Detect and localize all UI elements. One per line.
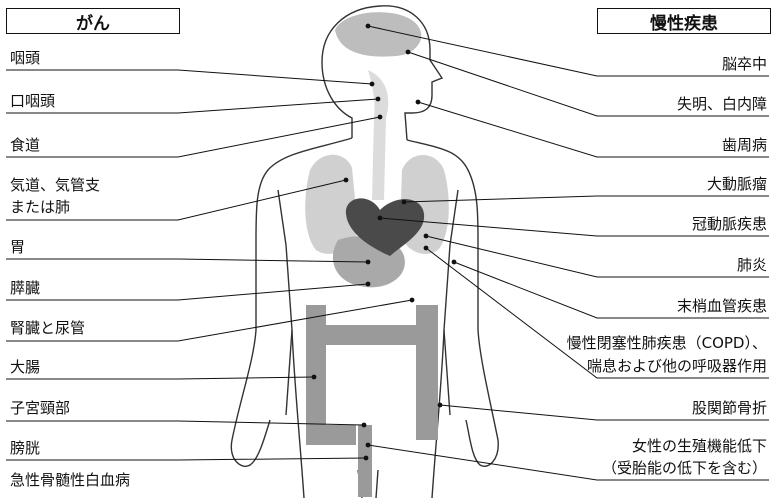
label-stomach: 胃 — [10, 237, 25, 257]
label-periodontitis: 歯周病 — [722, 135, 767, 155]
label-esophagus: 食道 — [10, 135, 40, 155]
label-hip-fracture: 股関節骨折 — [692, 398, 767, 418]
label-including-reduced-conception: （受胎能の低下を含む） — [602, 458, 767, 478]
label-colon: 大腸 — [10, 357, 40, 377]
label-copd: 慢性閉塞性肺疾患（COPD）、 — [567, 333, 767, 353]
label-pharynx: 咽頭 — [10, 48, 40, 68]
label-kidney-ureter: 腎臓と尿管 — [10, 318, 85, 338]
label-reduced-fertility: 女性の生殖機能低下 — [632, 436, 767, 456]
label-pancreas: 膵臓 — [10, 278, 40, 298]
label-trachea-bronchus: 気道、気管支 — [10, 175, 100, 195]
label-peripheral-vascular-disease: 末梢血管疾患 — [677, 296, 767, 316]
label-cervix: 子宮頸部 — [10, 398, 70, 418]
label-or-lung: または肺 — [10, 197, 70, 217]
label-bladder: 膀胱 — [10, 438, 40, 458]
label-pneumonia: 肺炎 — [737, 255, 767, 275]
label-asthma-respiratory: 喘息および他の呼吸器作用 — [587, 356, 767, 376]
label-blindness-cataract: 失明、白内障 — [677, 94, 767, 114]
label-coronary-heart-disease: 冠動脈疾患 — [692, 214, 767, 234]
label-aortic-aneurysm: 大動脈瘤 — [707, 174, 767, 194]
esophagus-shape — [368, 70, 388, 200]
label-acute-myeloid-leukemia: 急性骨髄性白血病 — [10, 470, 130, 490]
label-oropharynx: 口咽頭 — [10, 91, 55, 111]
rectum-shape — [358, 425, 372, 497]
label-stroke: 脳卒中 — [722, 54, 767, 74]
